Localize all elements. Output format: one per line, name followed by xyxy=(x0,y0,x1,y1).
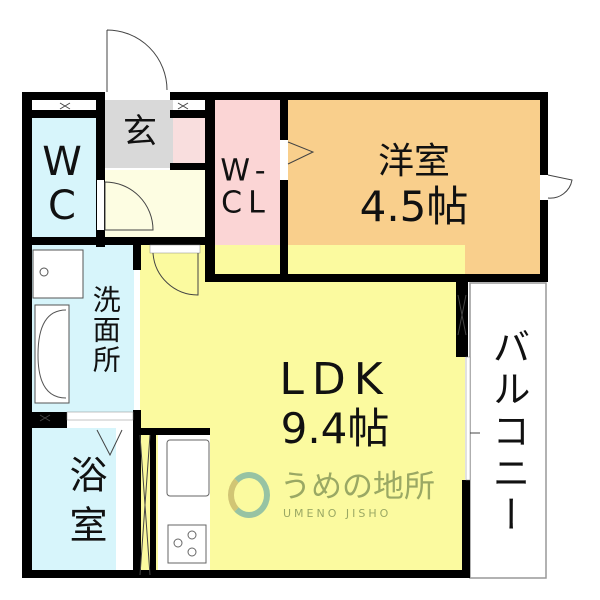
kitchen-sink xyxy=(166,439,210,497)
logo-text: うめの地所 UMENO JISHO xyxy=(280,470,435,520)
hall-area xyxy=(105,170,205,240)
entrance-storage-area xyxy=(173,118,205,165)
company-logo: うめの地所 UMENO JISHO xyxy=(228,470,435,530)
balcony-label: バルコニー xyxy=(485,327,530,537)
drain-icon xyxy=(39,267,49,277)
entrance-area xyxy=(105,100,173,168)
logo-main-text: うめの地所 xyxy=(280,469,435,505)
walls xyxy=(22,92,548,578)
sink-fixture xyxy=(32,249,84,299)
bath-label: 浴室 xyxy=(62,455,107,555)
wc-label: WC xyxy=(42,139,82,229)
door-swings xyxy=(96,29,573,576)
logo-sub-text: UMENO JISHO xyxy=(283,507,392,521)
western-room-label: 洋室 4.5帖 xyxy=(360,143,469,229)
bath-area xyxy=(30,428,116,570)
washbasin-fixture xyxy=(34,304,70,404)
western-room-size: 4.5帖 xyxy=(359,181,469,231)
stove xyxy=(167,524,207,564)
ldk-size: 9.4帖 xyxy=(280,404,390,454)
closet-label: W- CL xyxy=(220,153,272,220)
washroom-label: 洗面所 xyxy=(88,285,122,375)
closet-area xyxy=(215,100,280,273)
ldk-label: LDK 9.4帖 xyxy=(279,353,391,454)
balcony-area xyxy=(469,282,547,579)
ldk-name: LDK xyxy=(279,353,391,405)
entrance-label: 玄 xyxy=(123,112,157,153)
wc-area xyxy=(32,118,96,238)
logo-ring-icon xyxy=(228,472,270,518)
western-room-name: 洋室 xyxy=(377,141,451,183)
